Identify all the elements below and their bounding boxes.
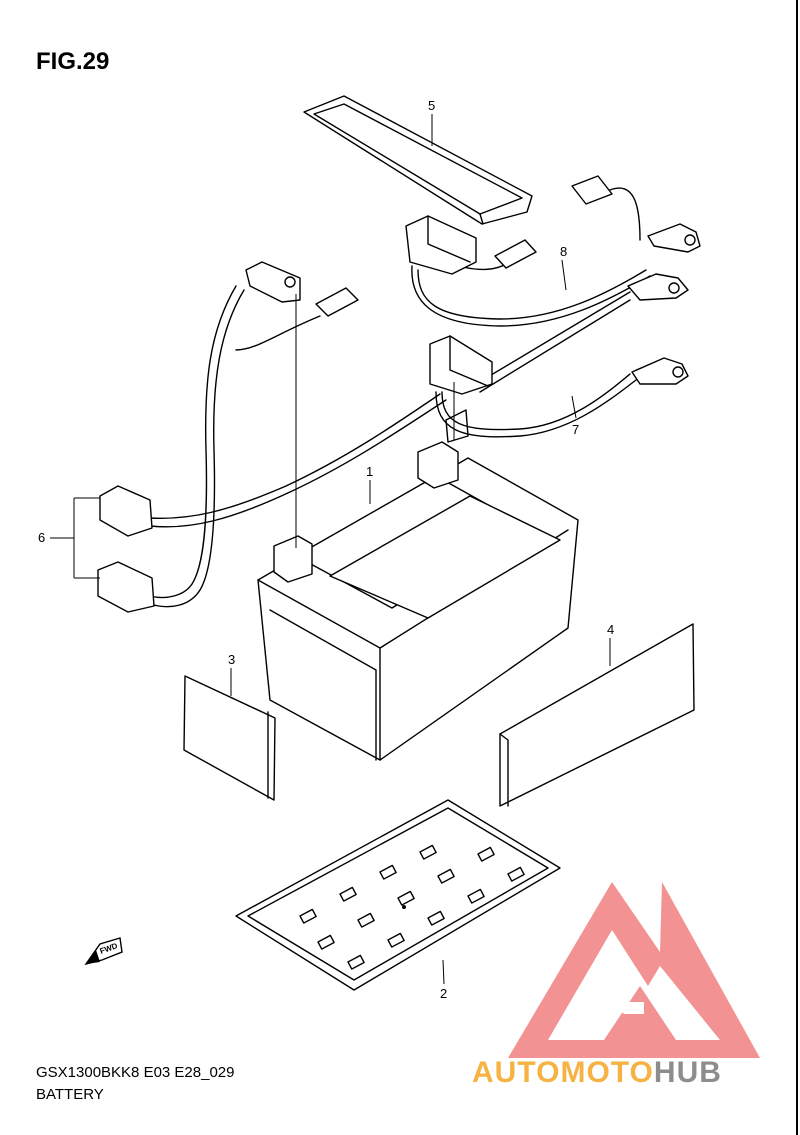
callout-2: 2 [440,986,447,1001]
part-8-positive-cable [405,175,701,393]
part-4-pad [499,623,695,807]
part-2-battery-tray [235,799,561,991]
figure-title: FIG.29 [36,48,110,75]
watermark-text-part1: AUTOMOTO [472,1056,654,1089]
watermark-text-part2: HUB [654,1056,722,1089]
automotohub-logo [508,882,760,1058]
part-7-negative-cable [429,335,689,443]
model-code: GSX1300BKK8 E03 E28_029 [36,1064,235,1081]
callout-5: 5 [428,98,435,113]
page-border-right [796,0,798,1135]
part-1-battery [257,441,579,761]
forward-direction-arrow-icon: FWD [84,937,123,966]
watermark-text: AUTOMOTOHUB [472,1056,722,1089]
callout-3: 3 [228,652,235,667]
section-name: BATTERY [36,1086,104,1103]
callout-1: 1 [366,464,373,479]
callout-8: 8 [560,244,567,259]
callout-7: 7 [572,422,579,437]
callout-4: 4 [607,622,614,637]
callout-leaders [50,114,611,985]
part-6-wiring-harness [97,261,447,613]
callout-6: 6 [38,530,45,545]
part-3-pad [183,675,276,801]
part-5-battery-strap [303,95,533,225]
